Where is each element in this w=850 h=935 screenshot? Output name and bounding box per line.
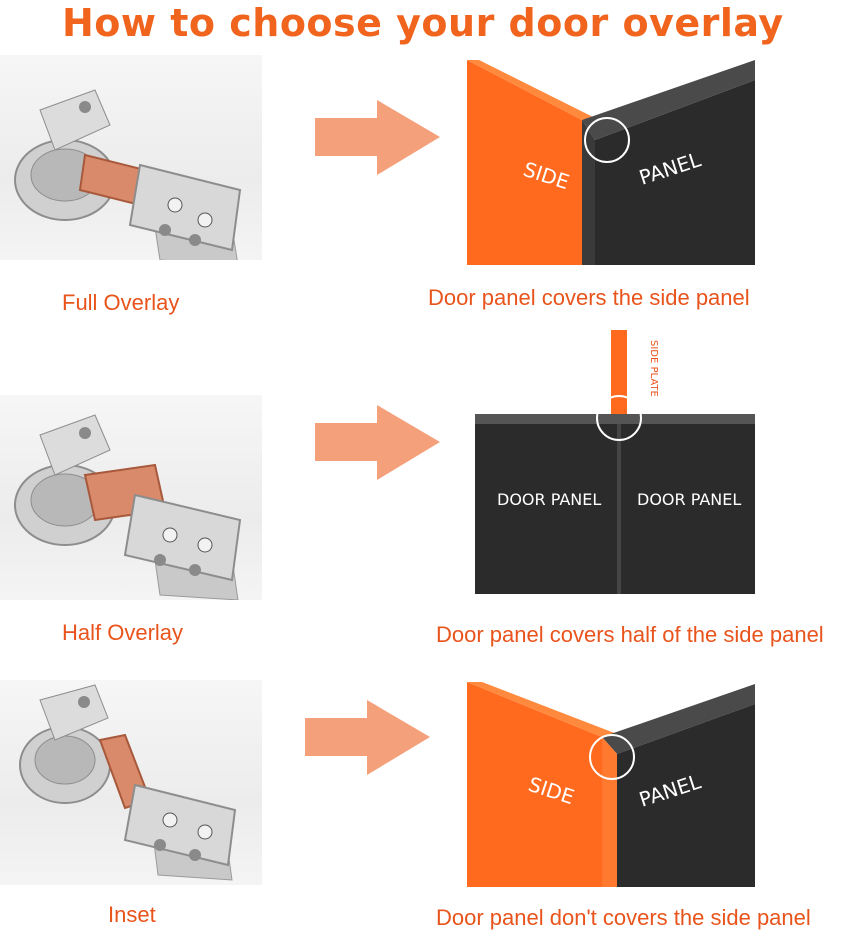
right-arrow-icon (315, 405, 440, 480)
hinge-label: Inset (108, 902, 156, 927)
magnifier-circle-icon (596, 395, 642, 441)
hinge-image-full-overlay (0, 55, 262, 260)
hinge-label: Half Overlay (62, 620, 184, 645)
overlay-description: Door panel covers half of the side panel (436, 622, 824, 647)
overlay-description: Door panel don't covers the side panel (436, 905, 811, 930)
hinge-icon (19, 684, 237, 881)
side-plate-text: SIDE PLATE (648, 340, 659, 397)
right-arrow-icon (315, 100, 440, 175)
hinge-icon (14, 414, 242, 600)
hinge-image-half-overlay (0, 395, 262, 600)
hinge-image-inset (0, 680, 262, 885)
door-panel-text-right: DOOR PANEL (637, 490, 741, 509)
hinge-icon (14, 89, 242, 260)
door-panel-text-left: DOOR PANEL (497, 490, 601, 509)
hinge-label: Full Overlay (62, 290, 180, 315)
right-arrow-icon (305, 700, 430, 775)
overlay-description: Door panel covers the side panel (428, 285, 750, 310)
page-title: How to choose your door overlay (62, 1, 784, 45)
magnifier-circle-icon (589, 734, 635, 780)
half-overlay-diagram: DOOR PANEL DOOR PANEL SIDE PLATE (475, 330, 775, 595)
inset-diagram: SIDE PANEL (467, 682, 757, 887)
magnifier-circle-icon (584, 117, 630, 163)
full-overlay-diagram: SIDE PANEL (467, 60, 757, 265)
